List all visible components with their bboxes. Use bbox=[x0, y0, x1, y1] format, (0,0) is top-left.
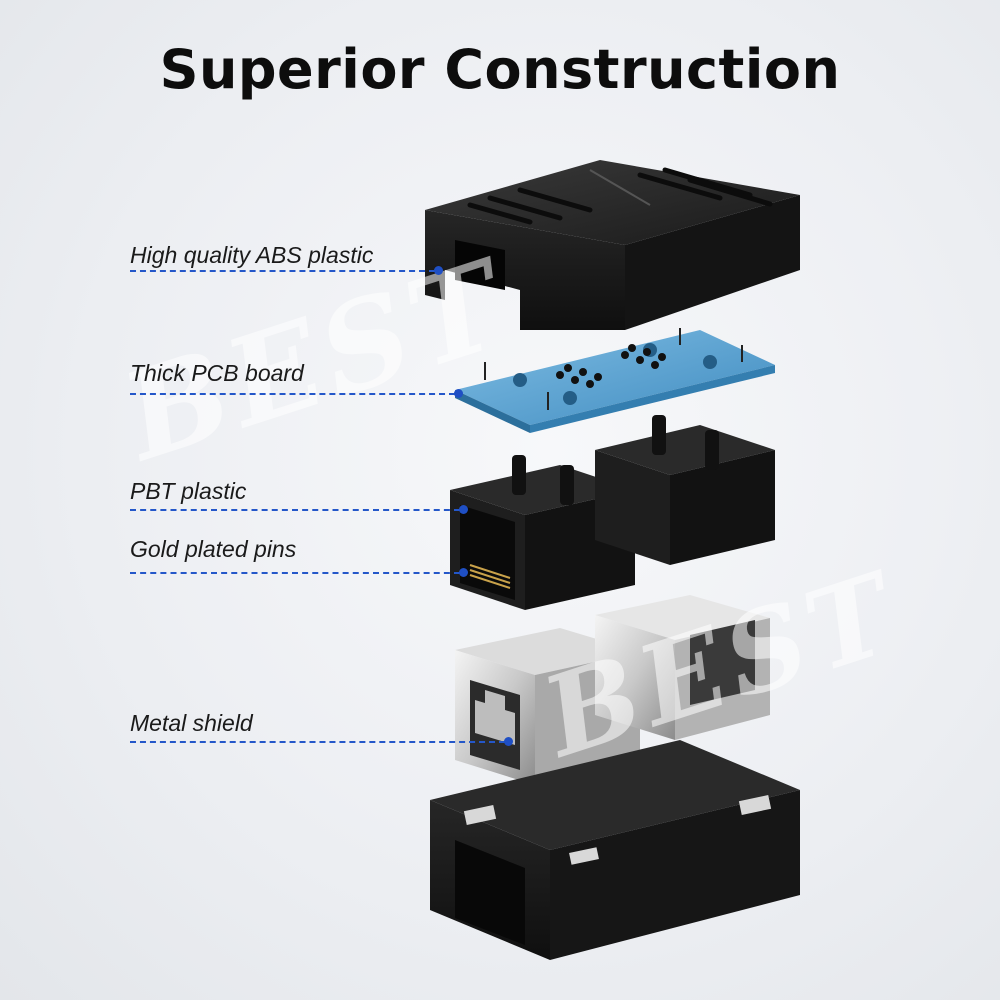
callout-dot-shield bbox=[504, 737, 513, 746]
callout-dot-abs bbox=[434, 266, 443, 275]
leader-line-pcb bbox=[130, 393, 455, 395]
callout-dot-pcb bbox=[454, 389, 463, 398]
metal-shield-right bbox=[595, 595, 770, 740]
pcb-board bbox=[455, 328, 775, 433]
callout-metal-shield: Metal shield bbox=[130, 710, 253, 736]
pbt-housing-right bbox=[595, 415, 775, 565]
top-cover bbox=[425, 160, 800, 330]
callout-pcb-board: Thick PCB board bbox=[130, 360, 304, 386]
callout-gold-pins: Gold plated pins bbox=[130, 536, 297, 562]
callout-dot-pins bbox=[459, 568, 468, 577]
leader-line-shield bbox=[130, 741, 505, 743]
callout-abs-plastic: High quality ABS plastic bbox=[130, 242, 374, 268]
bottom-housing bbox=[430, 740, 800, 960]
callout-pbt-plastic: PBT plastic bbox=[130, 478, 247, 504]
leader-line-pbt bbox=[130, 509, 460, 511]
leader-line-abs bbox=[130, 270, 435, 272]
leader-line-pins bbox=[130, 572, 460, 574]
callout-dot-pbt bbox=[459, 505, 468, 514]
page-title: Superior Construction bbox=[159, 38, 841, 101]
